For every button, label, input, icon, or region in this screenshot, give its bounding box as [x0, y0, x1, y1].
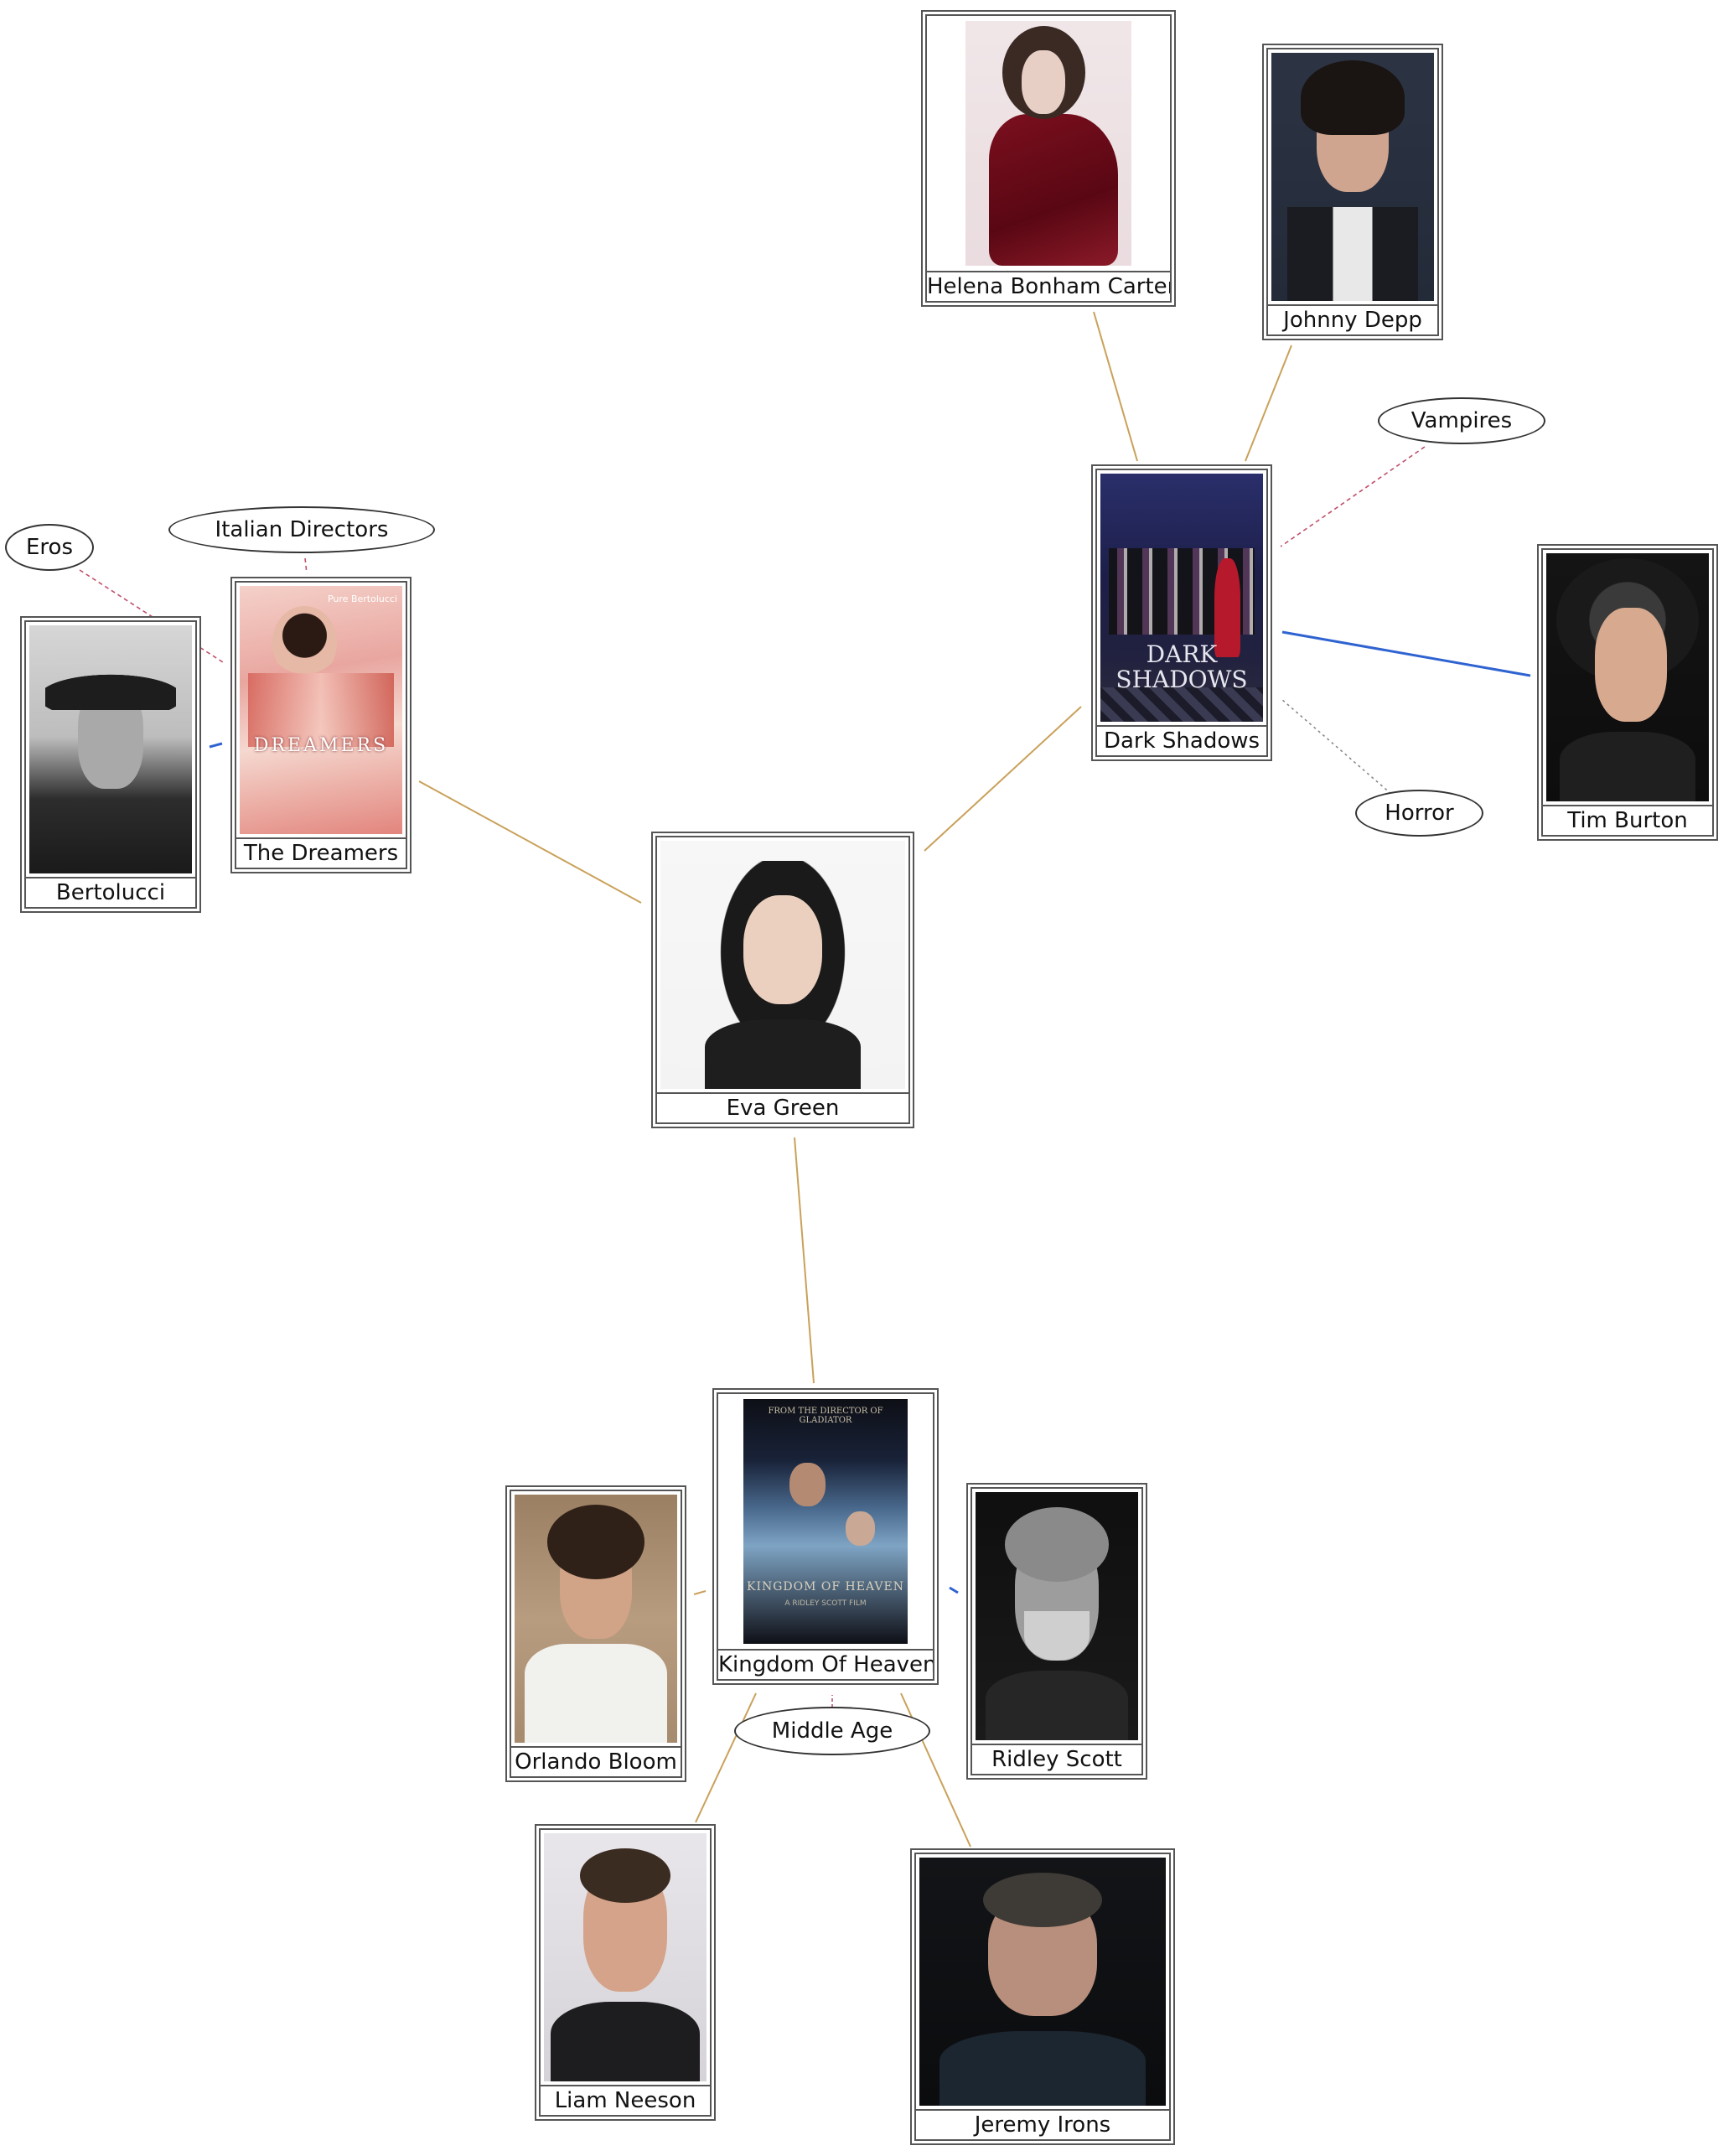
node-bertolucci[interactable]: Bertolucci	[20, 616, 201, 913]
node-label: Kingdom Of Heaven	[718, 1649, 933, 1679]
node-eva-green[interactable]: Eva Green	[651, 832, 914, 1128]
poster-subtitle: A RIDLEY SCOTT FILM	[784, 1599, 867, 1609]
poster-header: FROM THE DIRECTOR OF GLADIATOR	[768, 1406, 883, 1425]
edge-vampires-darkshadows	[1280, 446, 1426, 547]
edge-orlando-kingdom	[693, 1590, 707, 1595]
node-label: Jeremy Irons	[916, 2109, 1169, 2139]
node-orlando-bloom[interactable]: Orlando Bloom	[505, 1485, 686, 1782]
node-helena-bonham-carter[interactable]: Helena Bonham Carter	[921, 10, 1176, 307]
tim-burton-photo	[1546, 553, 1709, 801]
poster-title: DARK SHADOWS	[1115, 640, 1248, 694]
poster-header: Pure Bertolucci	[327, 593, 397, 604]
jeremy-irons-photo	[919, 1858, 1166, 2106]
edge-dreamers-eva	[418, 780, 642, 904]
edge-burton-darkshadows	[1281, 630, 1531, 677]
node-label: Bertolucci	[26, 877, 195, 907]
the-dreamers-poster: Pure Bertolucci DREAMERS	[240, 586, 402, 834]
liam-neeson-photo	[544, 1833, 707, 2081]
edge-depp-darkshadows	[1245, 345, 1292, 462]
node-liam-neeson[interactable]: Liam Neeson	[535, 1824, 716, 2121]
tag-vampires[interactable]: Vampires	[1378, 397, 1545, 444]
poster-title: DREAMERS	[253, 734, 389, 756]
edge-horror-darkshadows	[1281, 698, 1392, 795]
node-ridley-scott[interactable]: Ridley Scott	[966, 1483, 1147, 1780]
orlando-bloom-photo	[515, 1495, 677, 1743]
node-label: Johnny Depp	[1268, 304, 1437, 334]
edge-eva-kingdom	[794, 1137, 815, 1384]
node-label: The Dreamers	[236, 837, 406, 868]
tag-middle-age[interactable]: Middle Age	[734, 1707, 930, 1755]
edge-bertolucci-dreamers	[209, 742, 223, 749]
helena-bonham-carter-photo	[965, 21, 1131, 266]
edge-italian-dreamers	[304, 557, 308, 574]
node-label: Ridley Scott	[972, 1744, 1141, 1774]
node-label: Eva Green	[657, 1092, 908, 1122]
kingdom-of-heaven-poster: FROM THE DIRECTOR OF GLADIATOR KINGDOM O…	[743, 1399, 908, 1644]
node-label: Liam Neeson	[541, 2085, 710, 2115]
node-label: Orlando Bloom	[511, 1746, 681, 1776]
edge-darkshadows-eva	[924, 706, 1082, 852]
ridley-scott-photo	[976, 1492, 1138, 1740]
node-tim-burton[interactable]: Tim Burton	[1537, 544, 1718, 841]
node-label: Tim Burton	[1543, 805, 1712, 835]
node-label: Helena Bonham Carter	[927, 271, 1170, 301]
poster-title: KINGDOM OF HEAVEN	[747, 1580, 904, 1594]
tag-eros[interactable]: Eros	[5, 524, 94, 571]
node-the-dreamers[interactable]: Pure Bertolucci DREAMERS The Dreamers	[230, 577, 412, 873]
dark-shadows-poster: DARK SHADOWS	[1100, 474, 1263, 722]
tag-horror[interactable]: Horror	[1355, 790, 1483, 837]
node-jeremy-irons[interactable]: Jeremy Irons	[910, 1848, 1175, 2145]
eva-green-photo	[660, 841, 905, 1089]
edge-liam-kingdom	[695, 1692, 757, 1823]
node-kingdom-of-heaven[interactable]: FROM THE DIRECTOR OF GLADIATOR KINGDOM O…	[712, 1388, 939, 1685]
edge-ridley-kingdom	[949, 1586, 959, 1594]
node-dark-shadows[interactable]: DARK SHADOWS Dark Shadows	[1091, 464, 1272, 761]
johnny-depp-photo	[1271, 53, 1434, 301]
tag-italian-directors[interactable]: Italian Directors	[168, 506, 435, 553]
edge-helena-darkshadows	[1093, 311, 1138, 462]
node-johnny-depp[interactable]: Johnny Depp	[1262, 44, 1443, 340]
bertolucci-photo	[29, 625, 192, 873]
node-label: Dark Shadows	[1097, 725, 1266, 755]
